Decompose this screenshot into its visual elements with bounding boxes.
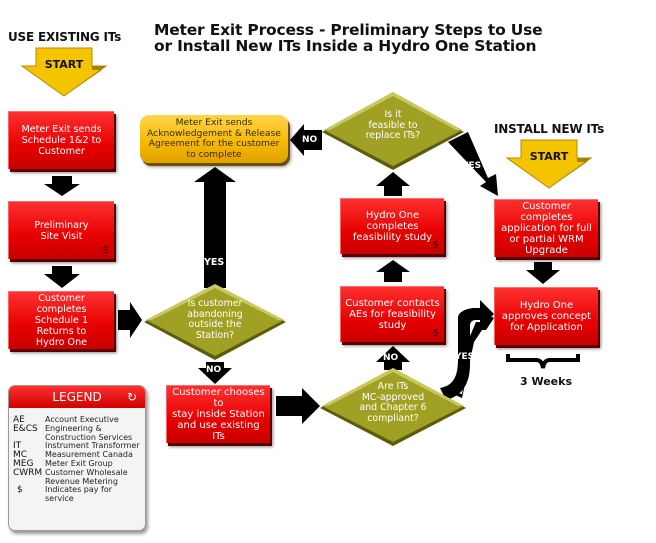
- node-feasibility-study: Hydro One completes feasibility study $: [340, 198, 444, 254]
- node-approves-concept: Hydro One approves concept for Applicati…: [494, 287, 598, 345]
- node-ack-release: Meter Exit sends Acknowledgement & Relea…: [140, 115, 288, 163]
- start-arrow-existing: START: [20, 46, 108, 98]
- node-text: Hydro One completes feasibility study: [352, 210, 433, 243]
- arrow-up-yes: [194, 167, 236, 288]
- fee-icon: $: [432, 240, 439, 251]
- yes-label-mc: YES: [455, 352, 475, 362]
- node-site-visit: Preliminary Site Visit $: [8, 201, 114, 259]
- node-text: Is customer abandoning outside the Stati…: [187, 298, 243, 341]
- diagram-title: Meter Exit Process - Preliminary Steps t…: [154, 21, 543, 55]
- title-line-1: Meter Exit Process - Preliminary Steps t…: [154, 21, 543, 39]
- node-complete-application: Customer completes application for full …: [494, 199, 598, 257]
- legend-entry: MEG Meter Exit Group: [13, 458, 113, 469]
- legend-title: LEGEND: [52, 390, 102, 404]
- arrow-down-right: [526, 262, 560, 284]
- no-label-feasible: NO: [302, 135, 318, 145]
- diamond-shape: [322, 92, 464, 170]
- yes-label-feasible: YES: [462, 161, 482, 171]
- use-existing-header: USE EXISTING ITs: [8, 30, 122, 44]
- node-text: Hydro One approves concept for Applicati…: [501, 300, 592, 333]
- arrow-right-2: [276, 388, 320, 424]
- start-arrow-icon: [505, 139, 593, 189]
- node-text: Customer completes Schedule 1 Returns to…: [34, 293, 89, 348]
- no-label-abandon: NO: [206, 365, 222, 375]
- decision-feasible-replace: Is it feasible to replace ITs?: [320, 92, 466, 170]
- node-complete-schedule: Customer completes Schedule 1 Returns to…: [8, 291, 114, 349]
- arrow-down-1: [44, 176, 80, 196]
- no-label-mc: NO: [383, 353, 399, 363]
- fee-icon: $: [432, 328, 439, 339]
- arrow-left-no: [290, 124, 322, 156]
- node-text: Preliminary Site Visit: [34, 219, 89, 242]
- title-line-2: or Install New ITs Inside a Hydro One St…: [154, 37, 537, 55]
- arrow-diag-yes: [448, 132, 498, 196]
- start-label-new: START: [529, 150, 569, 163]
- node-text: Customer contacts AEs for feasibility st…: [345, 298, 440, 331]
- start-arrow-icon: [20, 47, 108, 97]
- arrow-up-no: [376, 346, 410, 370]
- legend-entry: AE Account Executive: [13, 415, 119, 425]
- arrow-up-2: [376, 260, 410, 282]
- legend: LEGEND ↻ AE Account Executive E&CS Engin…: [8, 385, 146, 531]
- node-text: Is it feasible to replace ITs?: [365, 109, 421, 141]
- duration-label: 3 Weeks: [520, 375, 573, 388]
- hydro-one-logo-icon: ↻: [126, 390, 137, 404]
- diamond-shape: [320, 368, 466, 446]
- install-new-header: INSTALL NEW ITs: [494, 122, 605, 136]
- decision-mc-approved: Are ITs MC-approved and Chapter 6 compli…: [318, 368, 468, 446]
- start-arrow-new: START: [505, 138, 593, 190]
- legend-entry: IT Instrument Transformer: [13, 441, 140, 452]
- legend-entry: MC Measurement Canada: [13, 450, 133, 461]
- decision-abandoning: Is customer abandoning outside the Stati…: [142, 284, 288, 360]
- node-stay-inside: Customer chooses to stay inside Station …: [166, 385, 270, 443]
- node-text: Meter Exit sends Acknowledgement & Relea…: [147, 117, 281, 160]
- node-text: Customer completes application for full …: [501, 201, 592, 256]
- legend-entry: E&CS Engineering &Construction Services: [13, 423, 133, 442]
- fee-icon: $: [102, 245, 109, 256]
- diamond-shape: [144, 284, 286, 360]
- start-label-existing: START: [44, 58, 84, 71]
- legend-header: LEGEND ↻: [9, 386, 145, 408]
- arrow-up-3: [376, 172, 410, 196]
- yes-label-abandon: YES: [204, 257, 225, 268]
- node-text: Are ITs MC-approved and Chapter 6 compli…: [359, 381, 427, 424]
- node-text: Customer chooses to stay inside Station …: [172, 387, 265, 442]
- arrow-right-1: [118, 302, 142, 338]
- node-contact-aes: Customer contacts AEs for feasibility st…: [340, 286, 444, 342]
- duration-brace: [506, 354, 580, 369]
- arrow-down-no: [198, 362, 232, 384]
- node-send-schedule: Meter Exit sends Schedule 1&2 to Custome…: [8, 111, 114, 169]
- node-text: Meter Exit sends Schedule 1&2 to Custome…: [21, 124, 102, 157]
- arrow-down-2: [44, 266, 80, 288]
